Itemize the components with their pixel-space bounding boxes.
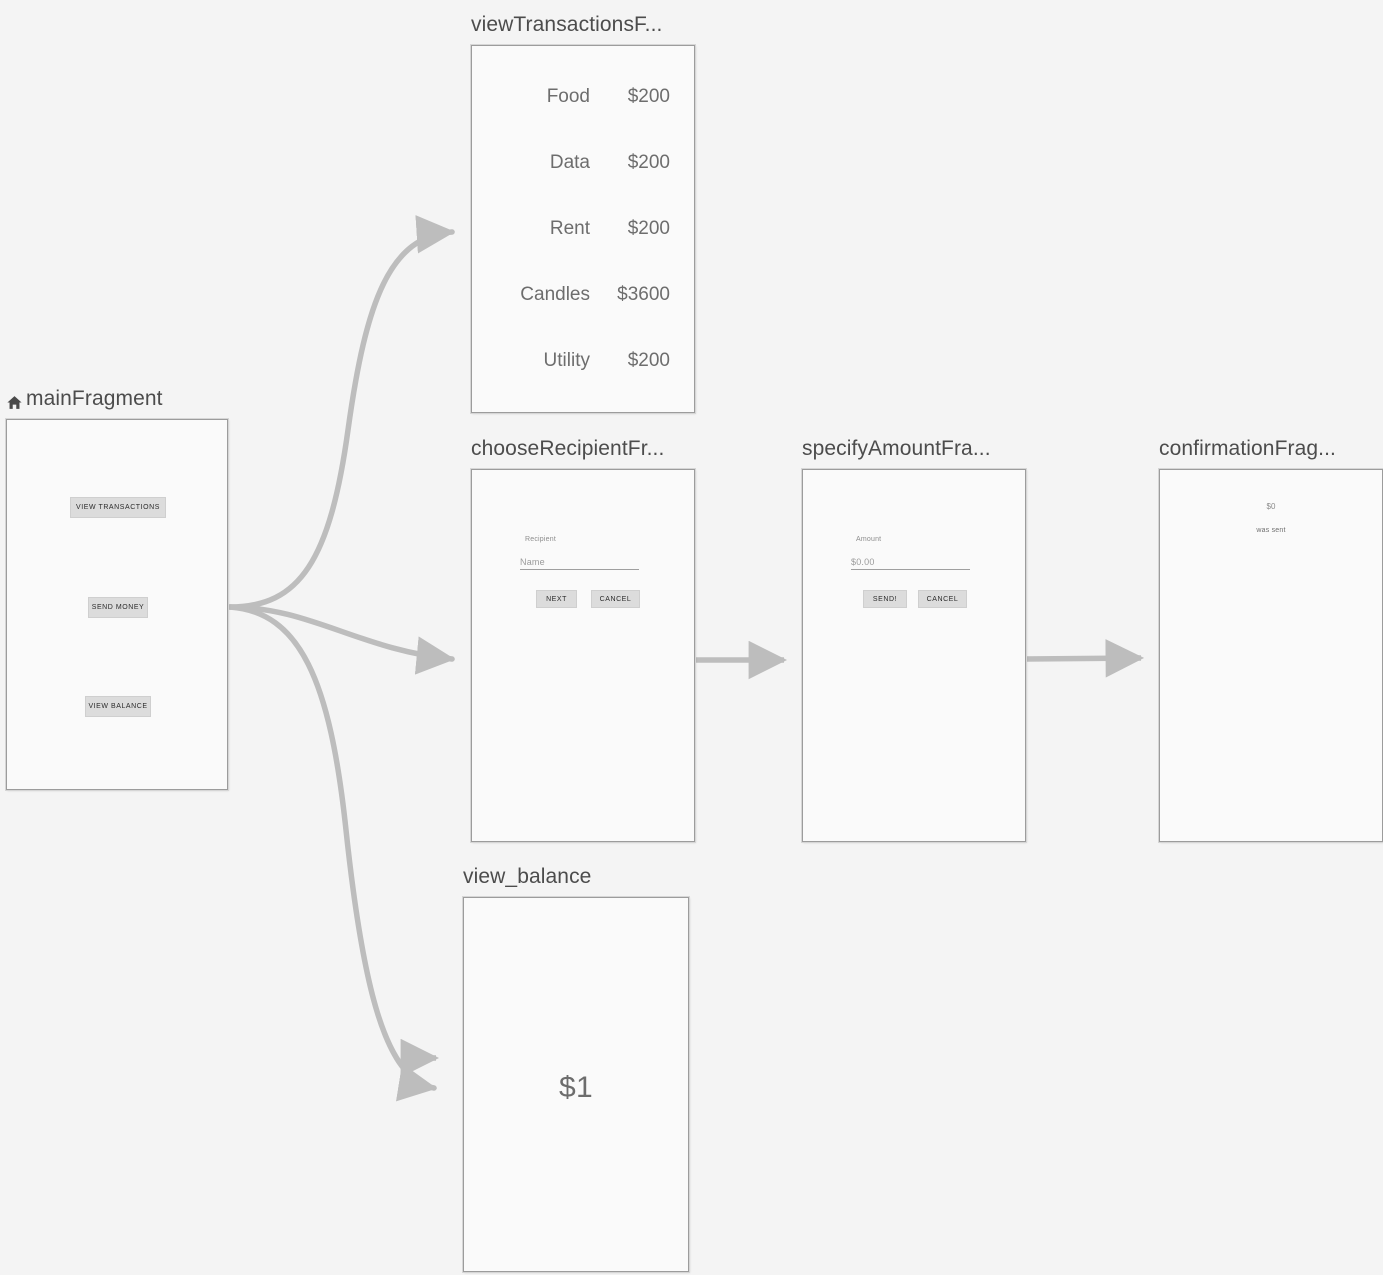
destination-label-confirmation-text: confirmationFrag... [1159, 437, 1336, 460]
preview-main-fragment[interactable]: VIEW TRANSACTIONS SEND MONEY VIEW BALANC… [6, 419, 228, 790]
preview-view-balance[interactable]: $1 [463, 897, 689, 1272]
transaction-amount: $3600 [617, 284, 670, 305]
transaction-amount: $200 [627, 350, 670, 371]
transaction-name: Candles [520, 284, 590, 305]
button-view-balance[interactable]: VIEW BALANCE [85, 696, 151, 717]
destination-label-choose-recipient: chooseRecipientFr... [471, 436, 695, 462]
destination-label-specify-amount: specifyAmountFra... [802, 436, 1026, 462]
destination-view-balance[interactable]: view_balance $1 [463, 864, 689, 1272]
preview-view-transactions-fragment[interactable]: Food $200 Data $200 Rent $200 Candles $3… [471, 45, 695, 413]
home-icon [6, 392, 23, 409]
recipient-field-label: Recipient [525, 536, 556, 543]
recipient-input[interactable]: Name [520, 557, 639, 570]
destination-label-main: mainFragment [6, 386, 228, 412]
destination-view-transactions-fragment[interactable]: viewTransactionsF... Food $200 Data $200… [471, 12, 695, 413]
edge-specify-amount-to-confirmation[interactable] [1025, 639, 1145, 678]
confirmation-amount: $0 [1266, 502, 1276, 511]
destination-choose-recipient-fragment[interactable]: chooseRecipientFr... Recipient Name NEXT… [471, 436, 695, 842]
transaction-amount: $200 [627, 218, 670, 239]
destination-label-view-balance-text: view_balance [463, 865, 592, 888]
destination-label-view-transactions-text: viewTransactionsF... [471, 13, 663, 36]
preview-confirmation-fragment[interactable]: $0 was sent [1159, 469, 1383, 842]
destination-label-main-text: mainFragment [26, 387, 163, 410]
amount-input[interactable]: $0.00 [851, 557, 970, 570]
preview-specify-amount-fragment[interactable]: Amount $0.00 SEND! CANCEL [802, 469, 1026, 842]
destination-label-specify-amount-text: specifyAmountFra... [802, 437, 991, 460]
amount-field-label: Amount [856, 536, 882, 543]
destination-label-choose-recipient-text: chooseRecipientFr... [471, 437, 665, 460]
destination-label-confirmation: confirmationFrag... [1159, 436, 1383, 462]
table-row: Food $200 [472, 64, 694, 130]
transaction-name: Rent [549, 218, 590, 239]
edge-main-to-view-transactions[interactable] [227, 215, 456, 610]
transaction-name: Food [546, 86, 590, 107]
preview-choose-recipient-fragment[interactable]: Recipient Name NEXT CANCEL [471, 469, 695, 842]
transaction-name: Data [549, 152, 590, 173]
table-row: Rent $200 [472, 196, 694, 262]
edge-main-to-choose-recipient[interactable] [227, 604, 456, 675]
destination-confirmation-fragment[interactable]: confirmationFrag... $0 was sent [1159, 436, 1383, 842]
cancel-button[interactable]: CANCEL [918, 590, 967, 608]
button-send-money[interactable]: SEND MONEY [88, 597, 148, 618]
transaction-amount: $200 [627, 152, 670, 173]
transaction-amount: $200 [627, 86, 670, 107]
table-row: Data $200 [472, 130, 694, 196]
destination-label-view-balance: view_balance [463, 864, 689, 890]
transaction-list: Food $200 Data $200 Rent $200 Candles $3… [472, 64, 694, 394]
destination-specify-amount-fragment[interactable]: specifyAmountFra... Amount $0.00 SEND! C… [802, 436, 1026, 842]
button-view-transactions[interactable]: VIEW TRANSACTIONS [70, 497, 166, 518]
table-row: Utility $200 [472, 328, 694, 394]
confirmation-message: $0 was sent [1160, 470, 1382, 538]
balance-amount: $1 [559, 1071, 593, 1104]
table-row: Candles $3600 [472, 262, 694, 328]
cancel-button[interactable]: CANCEL [591, 590, 640, 608]
confirmation-note: was sent [1256, 527, 1286, 534]
edge-main-to-view-balance[interactable] [227, 604, 438, 1102]
destination-main-fragment[interactable]: mainFragment VIEW TRANSACTIONS SEND MONE… [6, 386, 228, 790]
transaction-name: Utility [543, 350, 590, 371]
send-button[interactable]: SEND! [863, 590, 907, 608]
next-button[interactable]: NEXT [536, 590, 577, 608]
destination-label-view-transactions: viewTransactionsF... [471, 12, 695, 38]
